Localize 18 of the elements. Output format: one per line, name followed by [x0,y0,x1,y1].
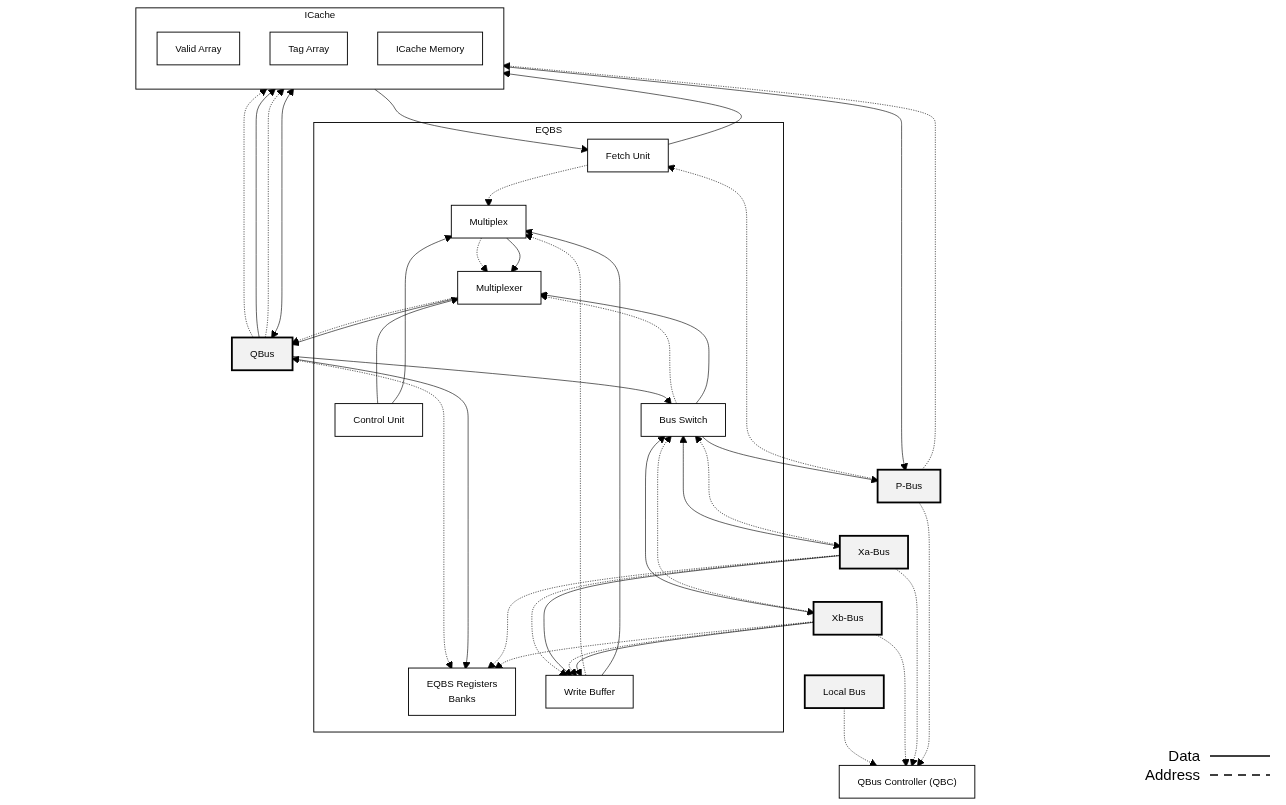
node-box: Bus Switch [640,402,726,437]
node-box: ICache Memory [376,31,483,65]
node-box: Valid Array [156,31,240,65]
legend-label: Address [1143,766,1200,783]
legend-label: Data [1167,747,1200,764]
node-box: EQBS Registers Banks [407,667,516,716]
node-box: Write Buffer [545,674,634,709]
node-box: Control Unit [334,402,423,437]
node-box: P-Bus [876,468,941,503]
node-box: Tag Array [269,31,348,65]
node-box: Xb-Bus [812,600,883,636]
node-box: Xa-Bus [838,534,909,569]
node-box: Local Bus [803,673,885,709]
node-box: QBus [230,336,294,371]
node-box: Fetch Unit [586,138,669,172]
node-box: Multiplex [450,204,527,238]
node-box: QBus Controller (QBC) [838,764,975,799]
node-box: Multiplexer [456,270,542,305]
